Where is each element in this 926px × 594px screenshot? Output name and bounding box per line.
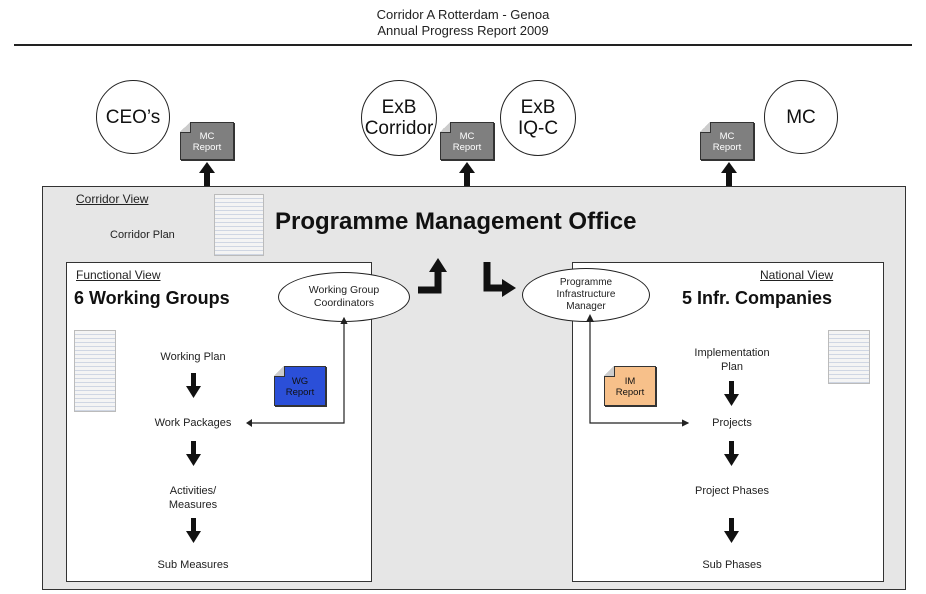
manager-to-projects-line	[589, 318, 690, 427]
exb-corridor-label: ExB Corridor	[364, 97, 434, 139]
corridor-view-label: Corridor View	[76, 192, 149, 206]
wp-to-coordinators-line	[248, 316, 348, 424]
exb-iqc-label: ExB IQ-C	[517, 97, 559, 139]
project-phases-label: Project Phases	[695, 485, 769, 497]
down-arrow-fn-1-icon	[186, 373, 201, 398]
mc-report-doc-left: MC Report	[180, 122, 234, 160]
working-group-coordinators-label: Working Group Coordinators	[308, 284, 380, 309]
mc-report-label-right: MC Report	[712, 131, 742, 153]
wg-report-doc: WG Report	[274, 366, 326, 406]
wg-report-label: WG Report	[285, 376, 315, 398]
im-report-doc: IM Report	[604, 366, 656, 406]
up-arrow-left-icon	[199, 162, 215, 186]
sub-measures-label: Sub Measures	[157, 559, 229, 571]
mc-report-label-left: MC Report	[192, 131, 222, 153]
ceos-label: CEO’s	[105, 106, 161, 128]
down-arrow-fn-3-icon	[186, 518, 201, 543]
programme-infrastructure-manager-ellipse: Programme Infrastructure Manager	[522, 268, 650, 322]
programme-infrastructure-manager-label: Programme Infrastructure Manager	[556, 277, 616, 312]
mc-label: MC	[786, 106, 816, 128]
bent-arrow-left-icon	[418, 258, 447, 294]
down-arrow-nat-3-icon	[724, 518, 739, 543]
mc-report-doc-right: MC Report	[700, 122, 754, 160]
implementation-plan-label: Implementation Plan	[694, 347, 770, 373]
up-arrow-center-icon	[459, 162, 475, 186]
working-plan-label: Working Plan	[160, 351, 226, 363]
report-header-line2: Annual Progress Report 2009	[377, 23, 549, 38]
work-packages-label: Work Packages	[154, 417, 232, 429]
pmo-title: Programme Management Office	[275, 208, 637, 235]
im-report-label: IM Report	[615, 376, 645, 398]
functional-view-label: Functional View	[76, 268, 161, 282]
working-group-coordinators-ellipse: Working Group Coordinators	[278, 272, 410, 322]
exb-iqc-circle: ExB IQ-C	[500, 80, 576, 156]
corridor-plan-thumbnail	[214, 194, 264, 256]
down-arrow-nat-1-icon	[724, 381, 739, 406]
down-arrow-nat-2-icon	[724, 441, 739, 466]
infra-companies-title: 5 Infr. Companies	[682, 288, 833, 308]
ceos-circle: CEO’s	[96, 80, 170, 154]
national-view-box	[572, 262, 884, 582]
working-plan-thumbnail	[74, 330, 116, 412]
implementation-plan-thumbnail	[828, 330, 870, 384]
mc-circle: MC	[764, 80, 838, 154]
down-arrow-fn-2-icon	[186, 441, 201, 466]
sub-phases-label: Sub Phases	[702, 559, 762, 571]
corridor-plan-label: Corridor Plan	[110, 229, 175, 241]
mc-report-doc-center: MC Report	[440, 122, 494, 160]
up-arrow-right-icon	[721, 162, 737, 186]
bent-arrow-right-icon	[483, 262, 516, 297]
exb-corridor-circle: ExB Corridor	[361, 80, 437, 156]
mc-report-label-center: MC Report	[452, 131, 482, 153]
working-groups-title: 6 Working Groups	[74, 288, 230, 308]
report-header-line1: Corridor A Rotterdam - Genoa	[376, 7, 550, 22]
header-rule	[14, 44, 912, 46]
activities-measures-label: Activities/ Measures	[168, 485, 218, 511]
national-view-label: National View	[760, 268, 834, 282]
projects-label: Projects	[712, 417, 752, 429]
